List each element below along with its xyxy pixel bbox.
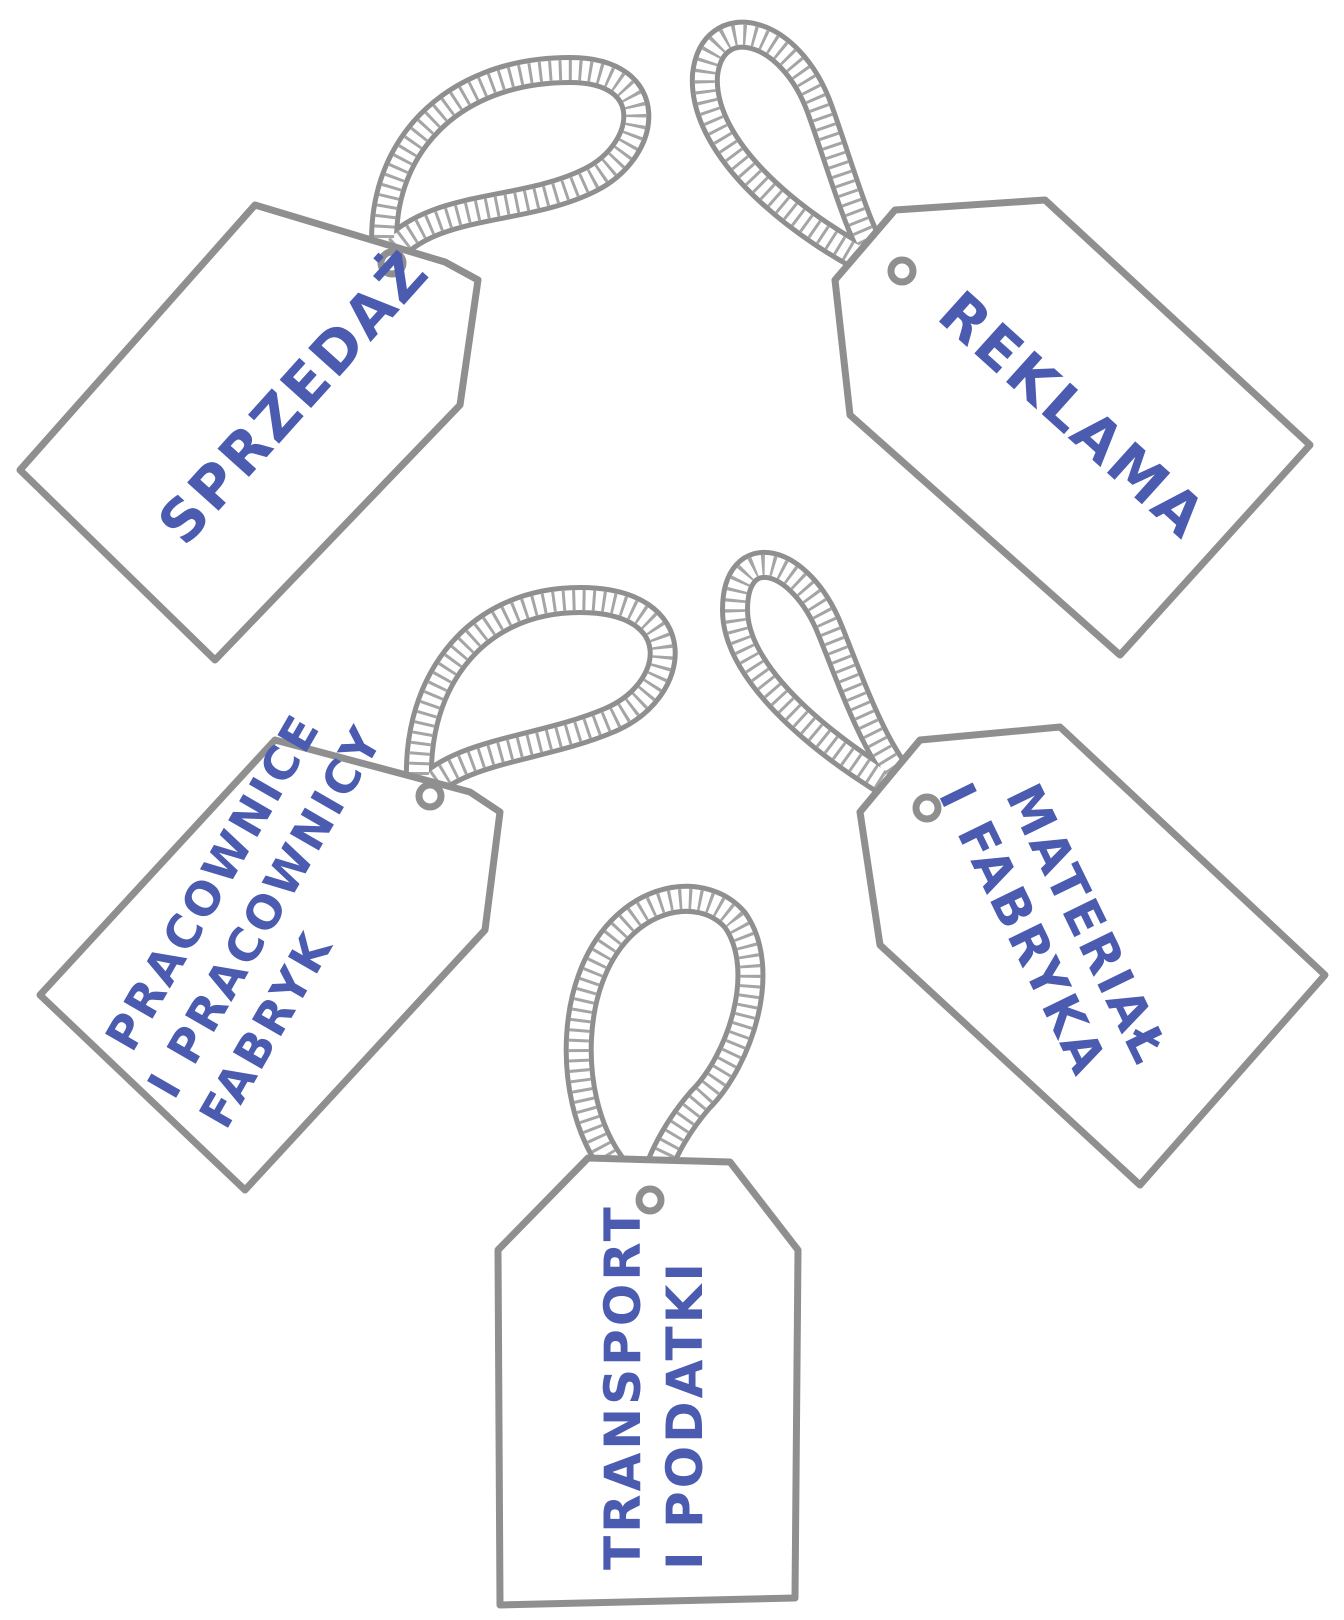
- tag-body: [16, 201, 482, 664]
- tag-body: [36, 736, 504, 1194]
- eyelet-icon: [635, 1185, 665, 1215]
- rope-icon: [719, 549, 940, 820]
- tag-advertising: REKLAMA: [689, 19, 1314, 659]
- eyelet-icon: [415, 781, 445, 811]
- tag-body: [831, 196, 1314, 659]
- eyelet-icon: [887, 256, 917, 286]
- tag-body: [856, 723, 1329, 1189]
- eyelet-icon: [912, 793, 942, 823]
- tag-transport: TRANSPORT I PODATKI: [494, 883, 802, 1609]
- eyelet-icon: [377, 248, 407, 278]
- tag-sales: SPRZEDAŻ: [16, 54, 652, 664]
- rope-icon: [369, 54, 652, 273]
- rope-icon: [563, 883, 766, 1213]
- tag-material: MATERIAŁ I FABRYKA: [719, 549, 1329, 1189]
- tag-label: TRANSPORT I PODATKI: [594, 1184, 714, 1570]
- rope-icon: [689, 19, 900, 285]
- tag-body: [494, 1154, 802, 1609]
- rope-icon: [403, 584, 678, 810]
